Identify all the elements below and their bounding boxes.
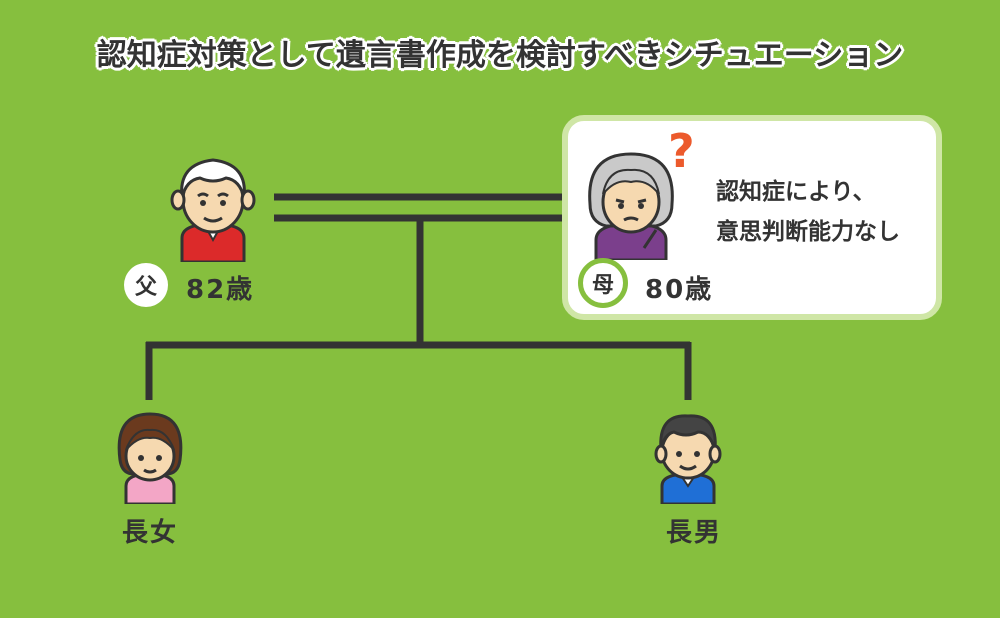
mother-note-line1: 認知症により、 xyxy=(716,179,876,205)
question-mark-icon: ? xyxy=(668,124,695,178)
father-badge: 父 xyxy=(124,263,168,307)
mother-note: 認知症により、 意思判断能力なし xyxy=(716,172,900,252)
page-title: 認知症対策として遺言書作成を検討すべきシチュエーション xyxy=(96,38,904,73)
daughter-label: 長女 xyxy=(122,518,179,548)
son-avatar xyxy=(650,408,726,508)
mother-note-line2: 意思判断能力なし xyxy=(716,219,900,245)
father-avatar xyxy=(168,150,258,266)
mother-age: 80歳 xyxy=(645,275,714,305)
daughter-avatar xyxy=(112,408,188,508)
father-age: 82歳 xyxy=(186,275,255,305)
son-label: 長男 xyxy=(666,518,723,548)
mother-badge: 母 xyxy=(578,258,628,308)
mother-avatar xyxy=(586,148,676,264)
